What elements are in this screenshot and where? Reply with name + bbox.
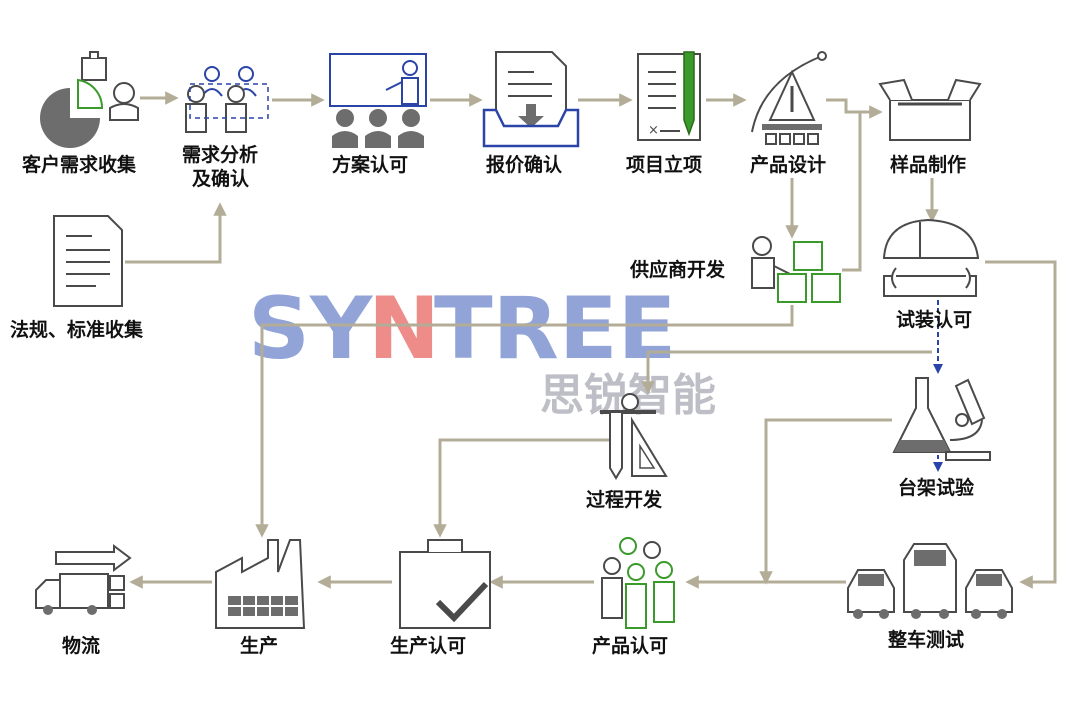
presentation-icon xyxy=(329,53,427,148)
people-group-icon xyxy=(601,537,675,629)
helmet-wrench-icon xyxy=(882,218,980,297)
contract-pen-icon: × xyxy=(637,51,701,141)
label-production-approval: 生产认可 xyxy=(390,634,466,657)
label-product-design: 产品设计 xyxy=(750,153,826,176)
flow-connectors xyxy=(125,91,1057,589)
needs-analysis-icon xyxy=(185,66,269,133)
label-project-setup: 项目立项 xyxy=(626,153,702,176)
label-regulations: 法规、标准收集 xyxy=(10,318,144,341)
connector-regulations-to-analysis xyxy=(125,202,227,264)
connector-design-to-sample xyxy=(826,98,883,119)
label-customer-needs: 客户需求收集 xyxy=(22,153,137,176)
approval-bag-check-icon xyxy=(399,539,491,629)
compass-design-icon xyxy=(751,51,827,145)
label-bench-test: 台架试验 xyxy=(898,476,975,499)
customer-needs-icon xyxy=(40,51,139,148)
open-box-icon xyxy=(878,78,982,141)
label-production: 生产 xyxy=(240,634,278,657)
label-sample-making: 样品制作 xyxy=(890,153,966,176)
label-product-approval: 产品认可 xyxy=(592,634,668,657)
connector-fitting-to-process xyxy=(641,350,932,395)
label-needs-analysis-line1: 需求分析 xyxy=(182,143,258,166)
label-plan-approval: 方案认可 xyxy=(332,153,408,176)
connector-bench-to-approval xyxy=(759,418,892,585)
connector-supplier-to-sample xyxy=(842,112,862,272)
svg-text:×: × xyxy=(648,123,659,138)
label-vehicle-test: 整车测试 xyxy=(888,628,964,651)
label-process-dev: 过程开发 xyxy=(586,488,663,511)
label-supplier-dev: 供应商开发 xyxy=(629,258,726,281)
node-labels: 客户需求收集 需求分析 及确认 方案认可 报价确认 项目立项 产品设计 样品制作… xyxy=(10,143,975,657)
drafting-tools-icon xyxy=(600,393,668,480)
label-fitting-approval: 试装认可 xyxy=(896,308,972,331)
label-needs-analysis-line2: 及确认 xyxy=(192,167,249,190)
watermark-brand-part2: N xyxy=(368,279,440,379)
watermark-brand-part3: TREE xyxy=(434,279,676,379)
regulation-document-icon xyxy=(53,215,123,307)
supplier-blocks-icon xyxy=(751,236,841,303)
document-inbox-icon xyxy=(482,51,580,148)
connector-supplier-to-production xyxy=(255,305,794,538)
label-logistics: 物流 xyxy=(62,634,100,657)
connector-fitting-to-vehicle xyxy=(985,260,1057,589)
factory-icon xyxy=(215,539,306,629)
delivery-truck-icon xyxy=(35,544,132,615)
brand-watermark: SY N TREE 思锐智能 xyxy=(248,279,716,421)
watermark-brand-part1: SY xyxy=(248,279,374,379)
vehicles-icon xyxy=(847,543,1013,619)
connector-process-to-production-approval xyxy=(433,438,610,538)
label-quotation: 报价确认 xyxy=(486,153,562,176)
lab-flask-microscope-icon xyxy=(892,377,991,461)
